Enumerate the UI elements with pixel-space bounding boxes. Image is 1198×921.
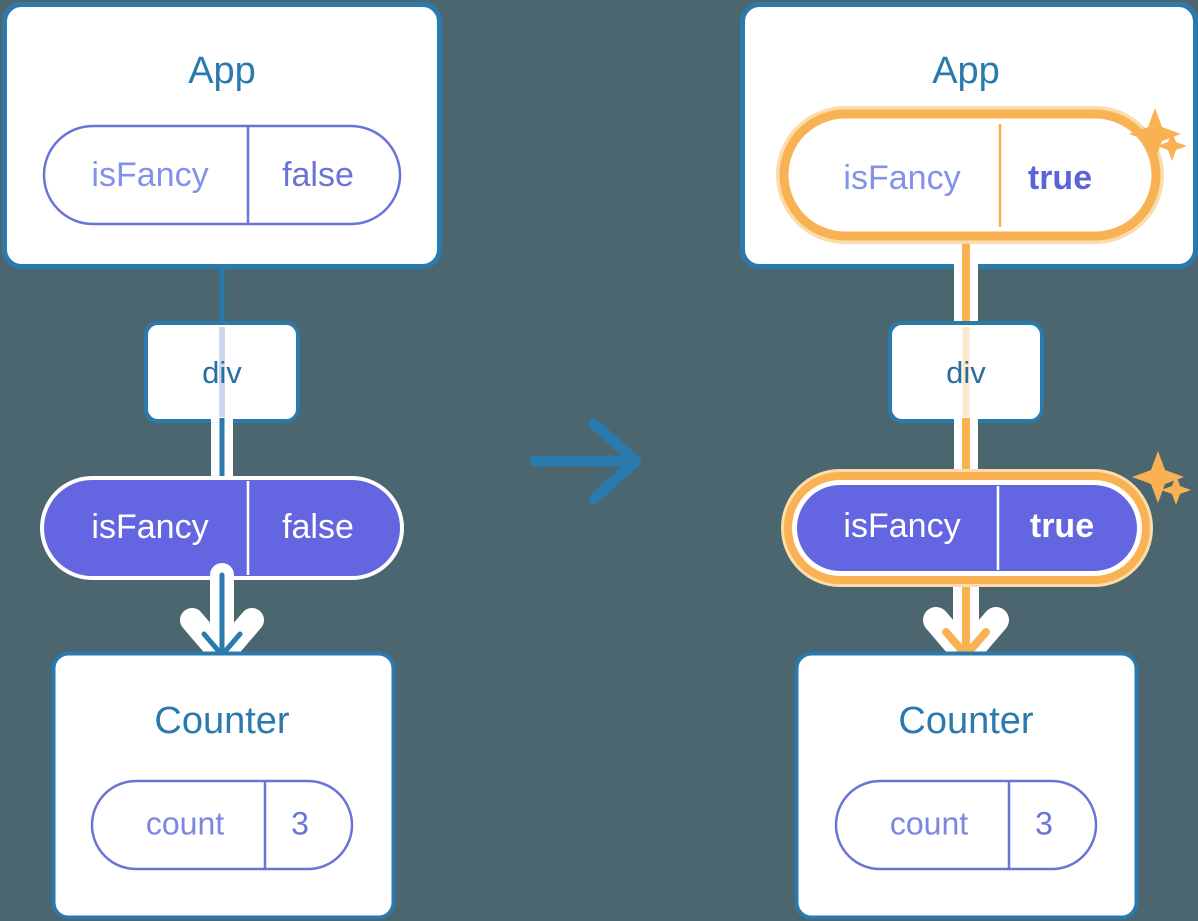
prop-pill-before [44, 480, 400, 576]
prop-value-before: false [282, 508, 354, 546]
counter-state-key-after: count [890, 805, 968, 841]
app-title-before: App [188, 50, 256, 92]
prop-key-after: isFancy [843, 507, 960, 545]
app-state-value-after: true [1028, 159, 1092, 197]
transition-arrow [529, 418, 642, 505]
app-state-value-before: false [282, 156, 354, 194]
div-node-label-after: div [946, 355, 986, 390]
div-node-label-before: div [202, 355, 242, 390]
panel-after: App isFancy true div [740, 2, 1198, 920]
sparkle-icon-app-large [1129, 108, 1181, 160]
sparkle-icon-app-small [1157, 131, 1187, 161]
counter-state-value-before: 3 [291, 805, 309, 841]
app-title-after: App [932, 50, 1000, 92]
app-state-pill-ring-after [779, 109, 1161, 241]
prop-value-after: true [1030, 507, 1094, 545]
counter-state-key-before: count [146, 805, 224, 841]
sparkle-icon-prop-small [1161, 475, 1191, 505]
app-state-key-before: isFancy [91, 156, 208, 194]
prop-pill-after [797, 485, 1137, 571]
counter-state-value-after: 3 [1035, 805, 1053, 841]
panel-before: App isFancy false div isFancy false Coun… [2, 2, 442, 920]
counter-state-pill-after [834, 779, 1098, 871]
counter-title-after: Counter [898, 700, 1034, 742]
arrow-right-icon [529, 418, 642, 505]
prop-key-before: isFancy [91, 508, 208, 546]
sparkle-icon-prop-large [1132, 451, 1184, 503]
arrow-prop-to-counter-before [180, 563, 264, 667]
counter-title-before: Counter [154, 700, 290, 742]
app-state-pill-before [42, 124, 402, 226]
app-state-key-after: isFancy [843, 159, 960, 197]
counter-state-pill-before [90, 779, 354, 871]
